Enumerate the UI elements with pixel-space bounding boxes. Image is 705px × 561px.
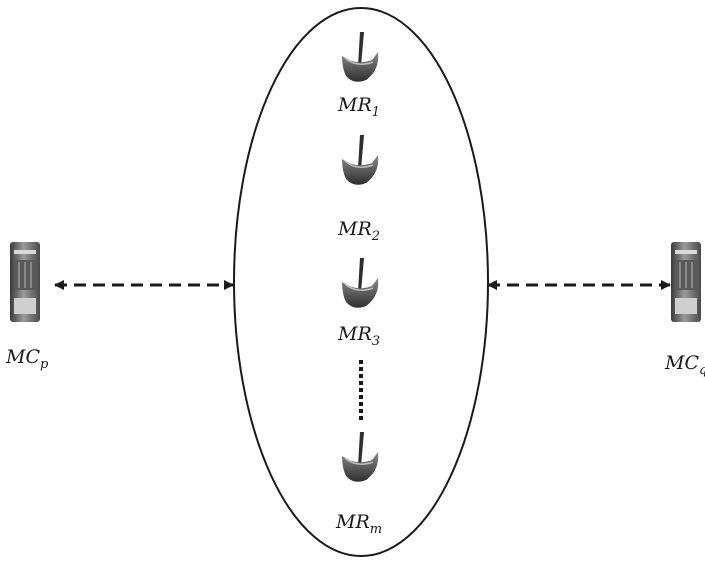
router-m-icon [342, 432, 379, 482]
client-p-label: MCp [5, 346, 49, 372]
router-2-label: MR2 [337, 218, 380, 244]
router-2-icon [342, 135, 379, 185]
client-q-icon [671, 242, 701, 322]
client-q-label: MCq [664, 352, 705, 378]
router-1-icon [342, 32, 379, 82]
router-1-label: MR1 [337, 94, 380, 120]
router-3-icon [342, 258, 379, 308]
router-m-label: MRm [335, 511, 382, 537]
client-p-icon [10, 242, 40, 322]
router-3-label: MR3 [337, 323, 380, 349]
